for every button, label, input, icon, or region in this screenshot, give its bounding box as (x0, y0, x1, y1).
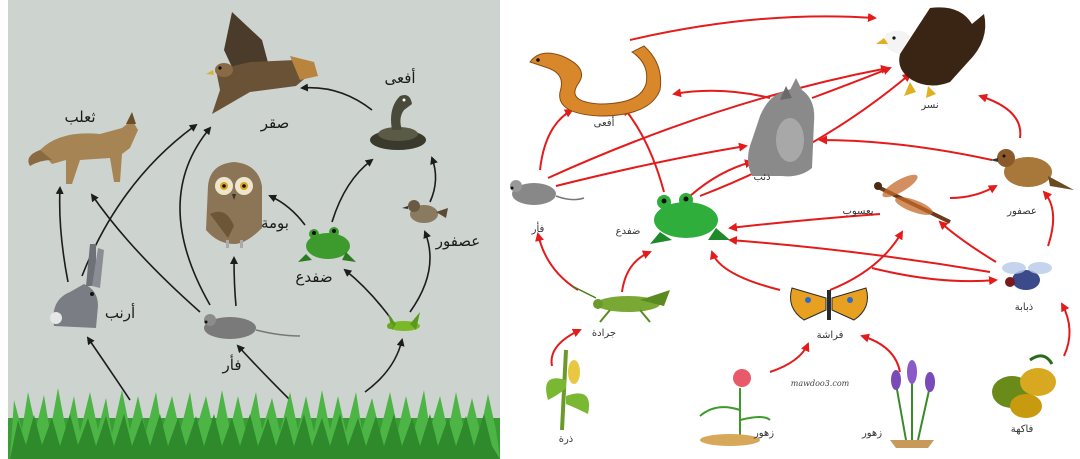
label-corn: ذرة (559, 434, 574, 445)
label-eagle: نسر (920, 100, 938, 111)
label-wolf: ذئب (753, 172, 770, 183)
watermark-text: mawdoo3.com (791, 379, 850, 388)
label-grasshopper: جرادة (592, 328, 616, 339)
label-dragonfly: يعسوب (842, 206, 873, 217)
label-frog: ضفدع (295, 268, 332, 286)
label-fruit: فاكهة (1011, 424, 1034, 435)
label-flowers-1: زهور (753, 428, 774, 439)
right-food-web: نسر أفعى ذئب فأر ضفدع يعسوب عصفور جرادة … (500, 0, 1080, 459)
owl-illustration (206, 162, 262, 248)
label-flowers-2: زهور (861, 428, 882, 439)
label-snake: أفعى (384, 68, 415, 87)
label-rabbit: أرنب (105, 303, 135, 322)
label-snake-right: أفعى (594, 116, 615, 129)
label-butterfly: فراشة (817, 330, 844, 341)
label-bird: عصفور (1006, 206, 1037, 217)
label-owl: بومة (261, 214, 289, 232)
label-frog-right: ضفدع (616, 226, 641, 237)
label-mouse: فأر (222, 354, 242, 374)
butterfly-illustration (791, 288, 868, 320)
label-hawk: صقر (260, 114, 290, 132)
label-sparrow: عصفور (435, 232, 481, 250)
label-mouse-right: فأر (531, 221, 545, 235)
left-food-web: صقر ثعلب أفعى بومة ضفدع عصفور أرنب فأر (8, 0, 500, 459)
label-fox: ثعلب (64, 108, 95, 126)
label-fly: ذبابة (1015, 302, 1033, 313)
